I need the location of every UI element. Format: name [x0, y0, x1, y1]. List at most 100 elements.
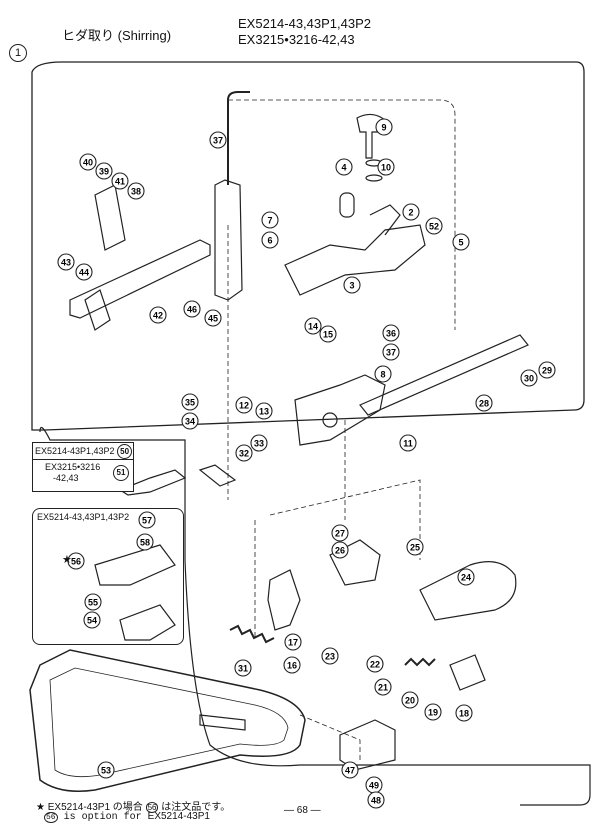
callout-circle: [375, 118, 393, 136]
callout-part-21: 21: [374, 678, 392, 696]
callout-part-28: 28: [475, 394, 493, 412]
callout-label: 48: [371, 796, 381, 806]
callout-part-7: 7: [261, 211, 279, 229]
callout-circle: [425, 217, 443, 235]
callout-part-57: 57: [138, 511, 156, 529]
callout-label: 37: [386, 348, 396, 358]
callout-part-14: 14: [304, 317, 322, 335]
callout-part-22: 22: [366, 655, 384, 673]
callout-part-19: 19: [424, 703, 442, 721]
callout-part-55: 55: [84, 593, 102, 611]
footer-note-en: 56 is option for EX5214-43P1: [44, 811, 210, 823]
part-8-block: [294, 374, 386, 446]
callout-circle: [97, 761, 115, 779]
callout-circle: [111, 172, 129, 190]
callout-label: 58: [140, 538, 150, 548]
callout-circle: [149, 306, 167, 324]
callout-part-24: 24: [457, 568, 475, 586]
callout-label: 27: [335, 529, 345, 539]
part-2-bracket: [284, 224, 426, 296]
callout-label: 10: [381, 163, 391, 173]
callout-circle: [284, 633, 302, 651]
callout-label: 29: [542, 366, 552, 376]
callout-label: 6: [267, 236, 272, 246]
assembly-frame: [31, 61, 585, 431]
star-marker: ★: [62, 554, 72, 566]
callout-part-40: 40: [79, 153, 97, 171]
callout-part-47: 47: [341, 761, 359, 779]
callout-circle: [183, 300, 201, 318]
callout-label: 34: [185, 417, 195, 427]
callout-circle: [399, 434, 417, 452]
callout-part-15: 15: [319, 325, 337, 343]
callout-circle: [335, 158, 353, 176]
callout-circle: [341, 761, 359, 779]
callout-part-11: 11: [399, 434, 417, 452]
callout-part-17: 17: [284, 633, 302, 651]
callout-part-4: 4: [335, 158, 353, 176]
callout-label: 13: [259, 407, 269, 417]
callout-circle: [377, 158, 395, 176]
variant-row-2-part: 51: [113, 465, 129, 481]
part-18-nut: [449, 654, 486, 691]
callout-circle: [235, 444, 253, 462]
variant-row-2-label-b: -42,43: [53, 473, 79, 483]
callout-part-53: 53: [97, 761, 115, 779]
part-28-shaft: [359, 334, 529, 416]
callout-label: 7: [267, 216, 272, 226]
variant-row-2-label-a: EX3215•3216: [45, 462, 101, 472]
callout-label: 40: [83, 158, 93, 168]
callout-part-3: 3: [343, 276, 361, 294]
callout-part-52: 52: [425, 217, 443, 235]
callout-circle: [374, 678, 392, 696]
callout-part-30: 30: [520, 369, 538, 387]
callout-part-5: 5: [452, 233, 470, 251]
callout-label: 26: [335, 546, 345, 556]
callout-part-13: 13: [255, 402, 273, 420]
callout-label: 44: [79, 268, 89, 278]
callout-part-25: 25: [406, 538, 424, 556]
variant-table: EX5214-43P1,43P2 50 EX3215•3216 -42,43 5…: [32, 442, 134, 492]
callout-circle: [261, 231, 279, 249]
callout-part-33: 33: [250, 434, 268, 452]
callout-circle: [67, 552, 85, 570]
variant-row-1-label: EX5214-43P1,43P2: [35, 446, 115, 456]
callout-part-38: 38: [127, 182, 145, 200]
inset-title: EX5214-43,43P1,43P2: [37, 512, 130, 522]
callout-label: 38: [131, 187, 141, 197]
note-jp-suffix: は注文品です。: [161, 802, 231, 813]
part-16-lever: [267, 569, 301, 631]
model-list-line2: EX3215•3216-42,43: [238, 32, 355, 47]
callout-part-2: 2: [402, 203, 420, 221]
note-jp-part: 56: [145, 802, 159, 813]
callout-label: 23: [325, 652, 335, 662]
callout-circle: [452, 233, 470, 251]
callout-circle: [331, 541, 349, 559]
part-24-handle: [419, 561, 517, 621]
callout-label: 39: [99, 167, 109, 177]
callout-part-43: 43: [57, 253, 75, 271]
callout-circle: [366, 655, 384, 673]
callout-label: 9: [381, 123, 386, 133]
callout-circle: [234, 659, 252, 677]
callout-label: 2: [408, 208, 413, 218]
callout-label: 19: [428, 708, 438, 718]
callout-label: 33: [254, 439, 264, 449]
part-51-plate: [118, 469, 187, 496]
callout-part-58: 58: [136, 533, 154, 551]
callout-part-37: 37: [382, 343, 400, 361]
variant-row-1-part: 50: [117, 444, 133, 459]
callout-label: 52: [429, 222, 439, 232]
callout-part-42: 42: [149, 306, 167, 324]
callout-circle: [382, 343, 400, 361]
variant-row-1: EX5214-43P1,43P2 50: [33, 443, 133, 460]
callout-label: 56: [71, 557, 81, 567]
callout-circle: [75, 263, 93, 281]
callout-part-46: 46: [183, 300, 201, 318]
callout-label: 14: [308, 322, 318, 332]
variant-row-2: EX3215•3216 -42,43: [33, 460, 133, 484]
callout-circle: [406, 538, 424, 556]
callout-circle: [374, 365, 392, 383]
callout-label: 36: [386, 329, 396, 339]
callout-label: 8: [380, 370, 385, 380]
